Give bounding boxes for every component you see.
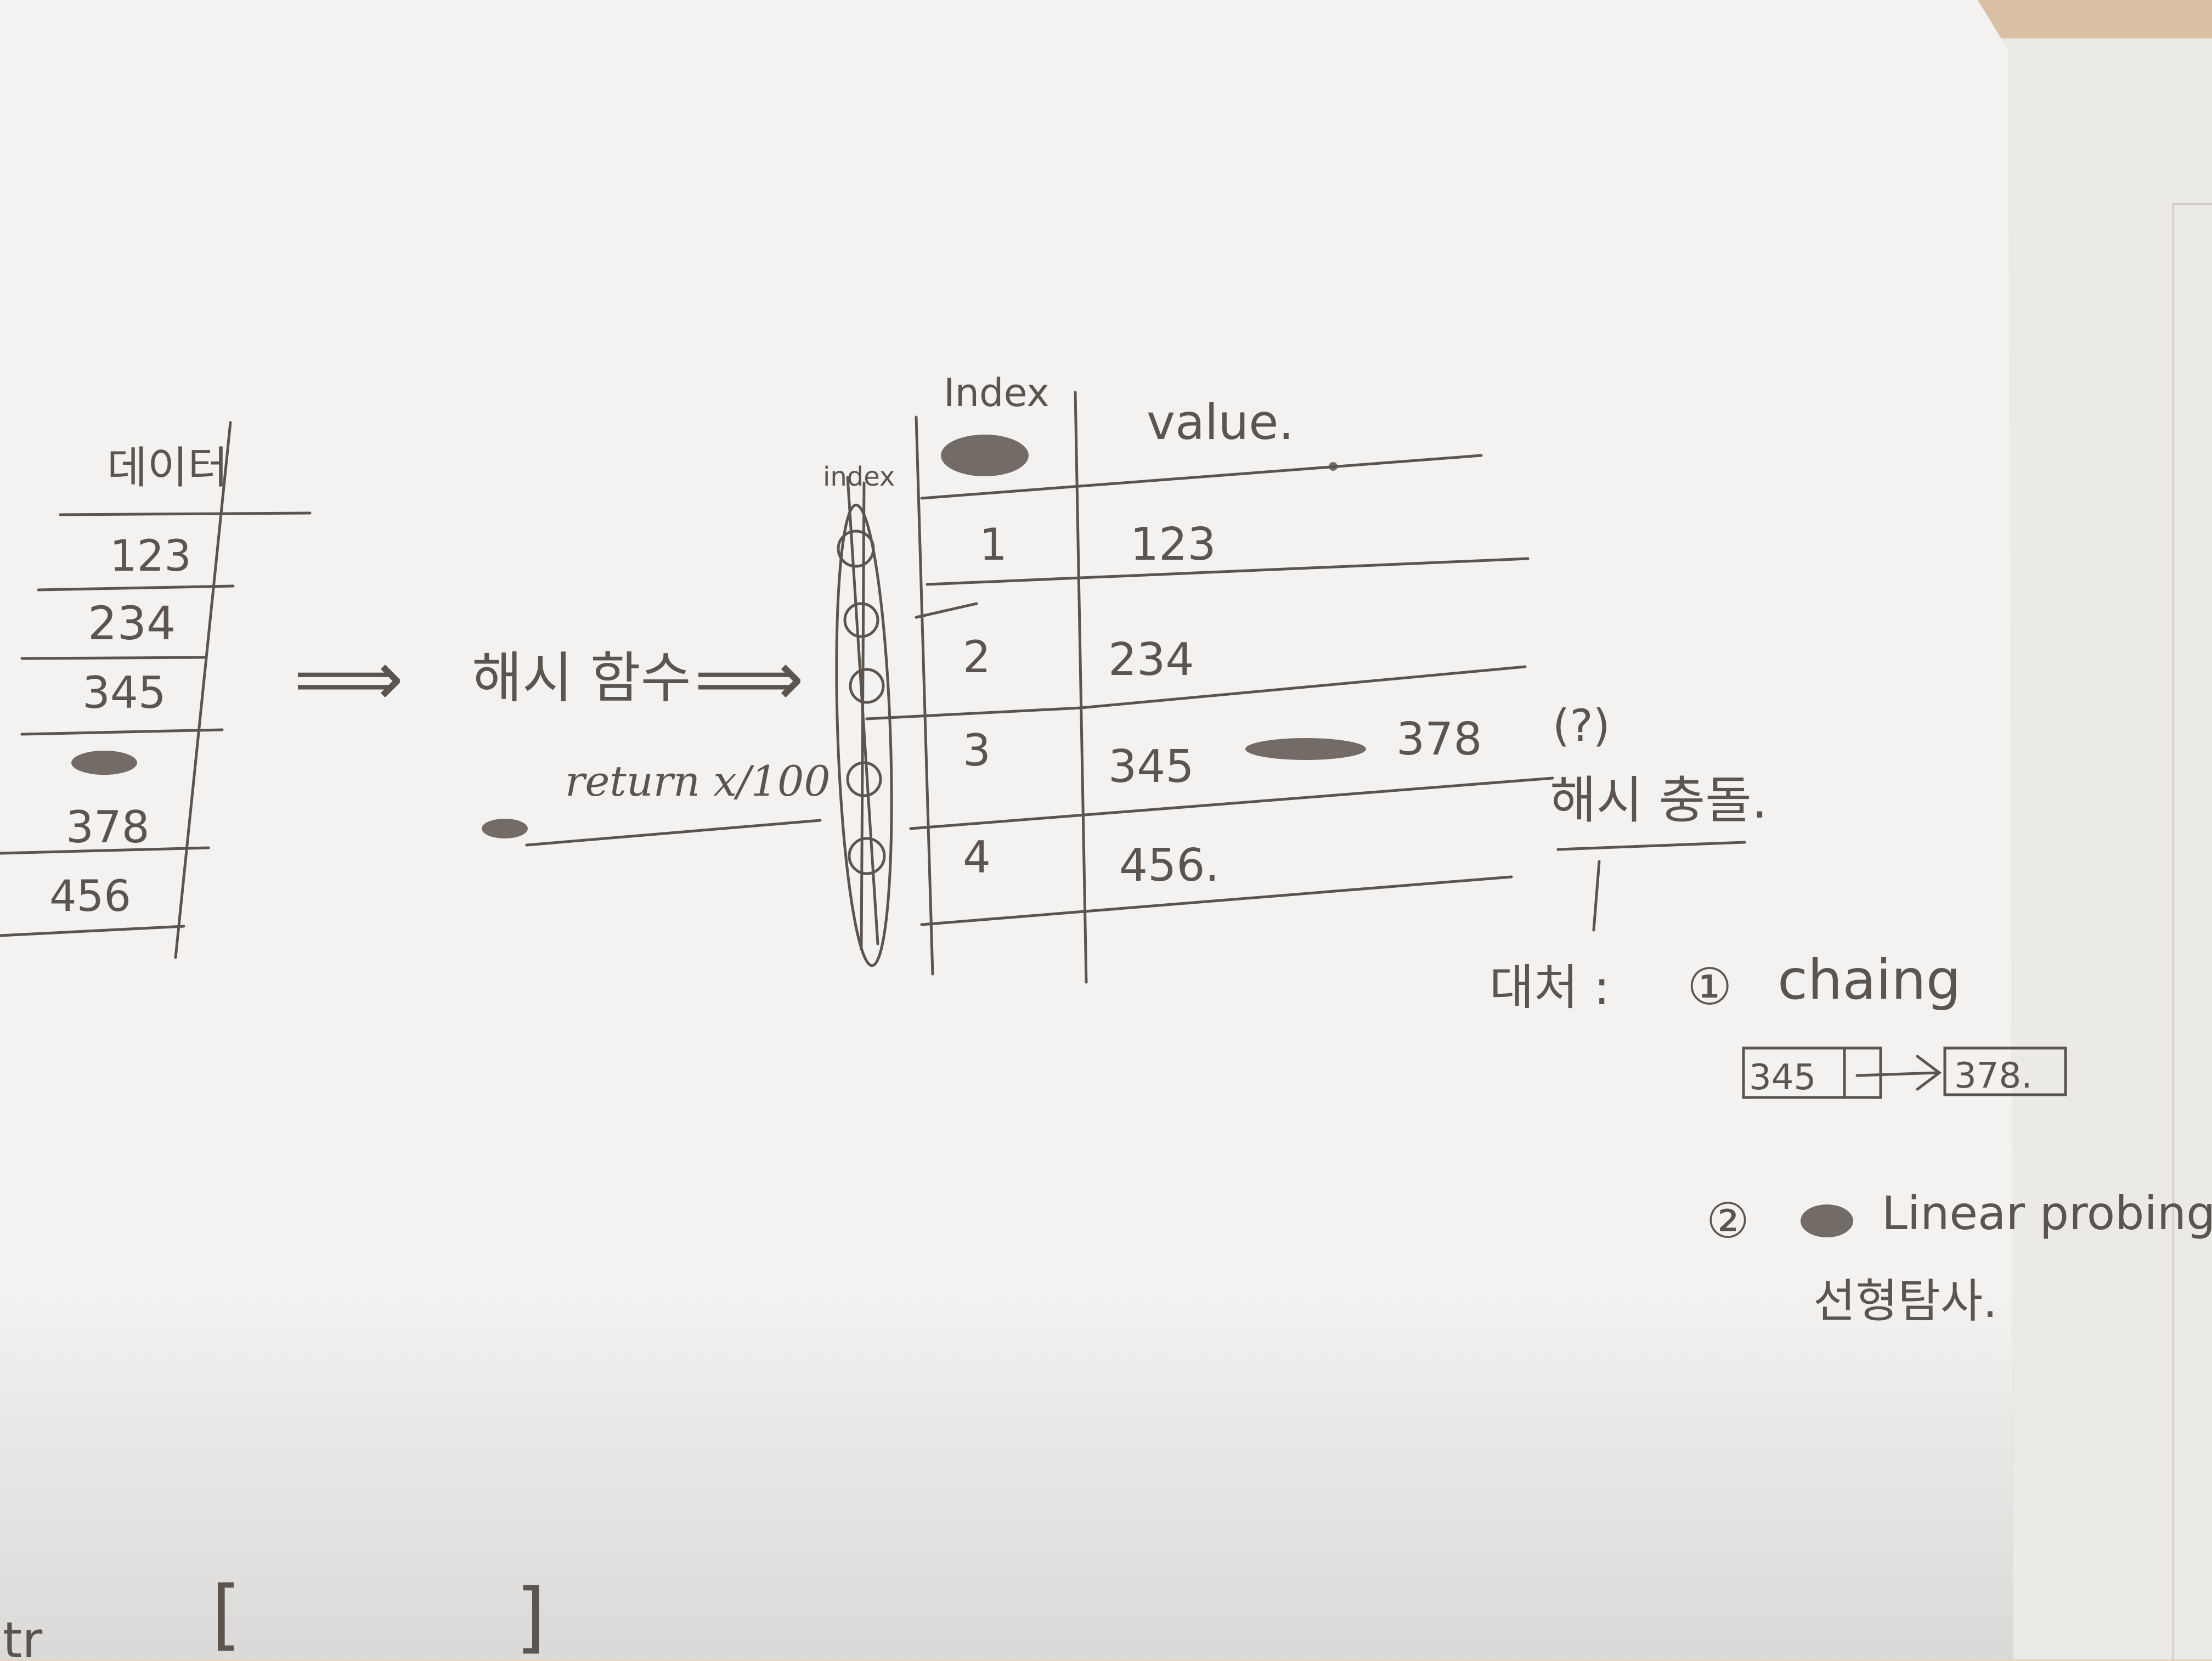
hash-function-label: 해시 함수 <box>472 646 691 710</box>
scribble-out-mark <box>1801 1204 1853 1237</box>
index-header: Index <box>944 370 1049 415</box>
data-row-rule <box>0 846 210 855</box>
data-value-4: 378 <box>66 802 150 853</box>
return-underline <box>525 819 822 847</box>
data-header-rule <box>59 511 312 516</box>
value-header: value. <box>1147 394 1294 451</box>
solution1-text: chaing <box>1778 948 1961 1012</box>
table-row-rule <box>1079 665 1527 710</box>
solutions-heading: 대처 : <box>1489 959 1610 1016</box>
bottom-bracket-open: [ <box>211 1570 241 1659</box>
data-column-vline <box>174 421 232 959</box>
scribble-circle <box>837 530 875 568</box>
row-index-1: 1 <box>979 519 1007 570</box>
table-row-rule <box>865 706 1082 720</box>
row-index-4: 4 <box>963 832 991 883</box>
table-row-rule <box>915 602 978 619</box>
data-header: 데이터 <box>107 442 228 493</box>
table-header-rule <box>920 454 1483 500</box>
table-left-vline <box>915 415 934 976</box>
bottom-bracket-close: ] <box>516 1573 546 1659</box>
row-value-1: 123 <box>1130 519 1216 571</box>
table-row-rule <box>926 557 1530 586</box>
table-row-rule <box>920 875 1513 926</box>
page-shadow <box>0 1290 2013 1659</box>
solution2-marker: ② <box>1706 1192 1750 1249</box>
row-index-3: 3 <box>963 725 991 776</box>
scribble-circle <box>843 602 879 638</box>
collision-label: 해시 충돌. <box>1550 771 1768 830</box>
index-strip-line <box>860 481 866 951</box>
scribble-out-mark <box>1245 738 1366 760</box>
chain-box-1 <box>1742 1046 1882 1099</box>
chain-arrow-head <box>1916 1055 1942 1091</box>
scribble-out-mark <box>482 819 528 838</box>
data-value-2: 234 <box>88 596 176 650</box>
collision-question: (?) <box>1553 700 1610 751</box>
chain-arrow-shaft <box>1855 1071 1938 1077</box>
scribble-circle <box>848 837 886 875</box>
row-index-2: 2 <box>963 632 991 683</box>
notebook-page <box>0 0 2013 1659</box>
scribble-out-mark <box>941 435 1029 476</box>
chain-node-2: 378. <box>1954 1056 2033 1096</box>
row-collision-value: 378 <box>1396 713 1482 765</box>
collision-pointer <box>1592 860 1601 932</box>
solution2-korean: 선형탐사. <box>1813 1274 1997 1328</box>
solution1-marker: ① <box>1687 958 1732 1016</box>
solution2-text: Linear probing <box>1882 1186 2212 1240</box>
bottom-partial-text: tr <box>3 1612 42 1659</box>
arrow-to-hash: ⟹ <box>294 634 404 724</box>
data-row-rule <box>20 656 207 660</box>
chain-box-2 <box>1943 1046 2067 1096</box>
index-strip-oval <box>835 503 893 967</box>
table-row-rule <box>909 776 1554 830</box>
data-row-rule <box>20 728 224 736</box>
row-value-3: 345 <box>1108 741 1194 793</box>
collision-underline <box>1556 841 1746 851</box>
data-value-3: 345 <box>82 667 166 718</box>
index-side-label: index <box>823 461 895 492</box>
arrow-to-table: ⟹ <box>694 634 804 724</box>
table-mid-vline <box>1074 391 1088 984</box>
data-row-rule <box>0 925 185 937</box>
row-value-4: 456. <box>1119 840 1220 892</box>
chain-node-1: 345 <box>1749 1057 1816 1098</box>
return-expression: return x/100 <box>565 757 831 806</box>
scribble-circle <box>846 761 882 797</box>
data-value-5: 456 <box>49 872 131 921</box>
scribble-circle <box>849 668 885 704</box>
scribble-out-mark <box>71 751 137 775</box>
data-value-1: 123 <box>110 532 191 581</box>
ink-dot <box>1329 462 1338 471</box>
second-sheet-border <box>2172 203 2212 1661</box>
data-row-rule <box>37 584 235 592</box>
row-value-2: 234 <box>1108 634 1194 686</box>
